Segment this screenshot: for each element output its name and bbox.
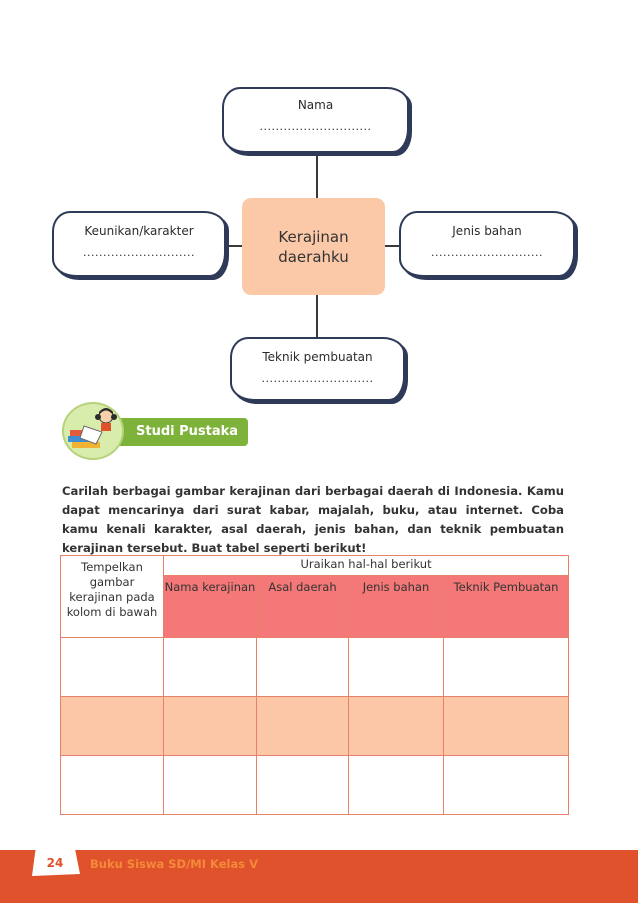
header-nama-kerajinan: Nama kerajinan xyxy=(163,575,257,638)
table-cell xyxy=(348,637,444,697)
header-teknik-pembuatan: Teknik Pembuatan xyxy=(442,575,570,638)
node-keunikan-label: Keunikan/karakter xyxy=(84,224,194,238)
table-cell xyxy=(163,755,257,815)
books-icon xyxy=(68,425,103,448)
page-number-tab xyxy=(32,844,80,876)
table-cell xyxy=(256,755,349,815)
header-describe: Uraikan hal-hal berikut xyxy=(162,555,570,576)
table-cell xyxy=(256,696,349,756)
table-cell xyxy=(442,755,570,815)
node-jenis-bahan: Jenis bahan ............................ xyxy=(399,211,575,277)
connector-right xyxy=(385,245,400,247)
table-cell xyxy=(163,637,257,697)
header-paste-picture: Tempelkan gambar kerajinan pada kolom di… xyxy=(60,555,164,638)
node-nama-blank: ............................ xyxy=(259,120,372,133)
header-jenis-bahan: Jenis bahan xyxy=(348,575,444,638)
node-teknik-label: Teknik pembuatan xyxy=(262,350,373,364)
table-cell xyxy=(60,637,164,697)
table-cell xyxy=(348,696,444,756)
center-concept-label: Kerajinan daerahku xyxy=(278,227,349,266)
table-cell xyxy=(442,637,570,697)
table-row xyxy=(60,755,570,815)
header-asal-daerah: Asal daerah xyxy=(256,575,349,638)
connector-left xyxy=(226,245,243,247)
table-cell xyxy=(442,696,570,756)
page-number: 24 xyxy=(46,856,64,870)
table-cell xyxy=(256,637,349,697)
table-cell xyxy=(60,696,164,756)
node-nama: Nama ............................ xyxy=(222,87,409,153)
girl-reading-icon xyxy=(95,408,117,431)
table-cell xyxy=(348,755,444,815)
connector-top xyxy=(316,155,318,199)
node-teknik-blank: ............................ xyxy=(261,372,374,385)
table-cell xyxy=(60,755,164,815)
table-row xyxy=(60,637,570,697)
center-concept: Kerajinan daerahku xyxy=(242,198,385,295)
table-row xyxy=(60,696,570,756)
node-jenis-bahan-label: Jenis bahan xyxy=(452,224,522,238)
node-keunikan: Keunikan/karakter ......................… xyxy=(52,211,226,277)
node-keunikan-blank: ............................ xyxy=(83,246,195,259)
footer-bar xyxy=(0,850,638,903)
table-cell xyxy=(163,696,257,756)
instruction-paragraph: Carilah berbagai gambar kerajinan dari b… xyxy=(62,484,564,555)
node-jenis-bahan-blank: ............................ xyxy=(431,246,543,259)
studi-pustaka-title: Studi Pustaka xyxy=(110,418,248,446)
node-teknik: Teknik pembuatan .......................… xyxy=(230,337,405,401)
node-nama-label: Nama xyxy=(297,98,334,112)
book-title: Buku Siswa SD/MI Kelas V xyxy=(90,857,258,871)
connector-bottom xyxy=(316,295,318,337)
craft-table: Tempelkan gambar kerajinan pada kolom di… xyxy=(60,555,570,815)
